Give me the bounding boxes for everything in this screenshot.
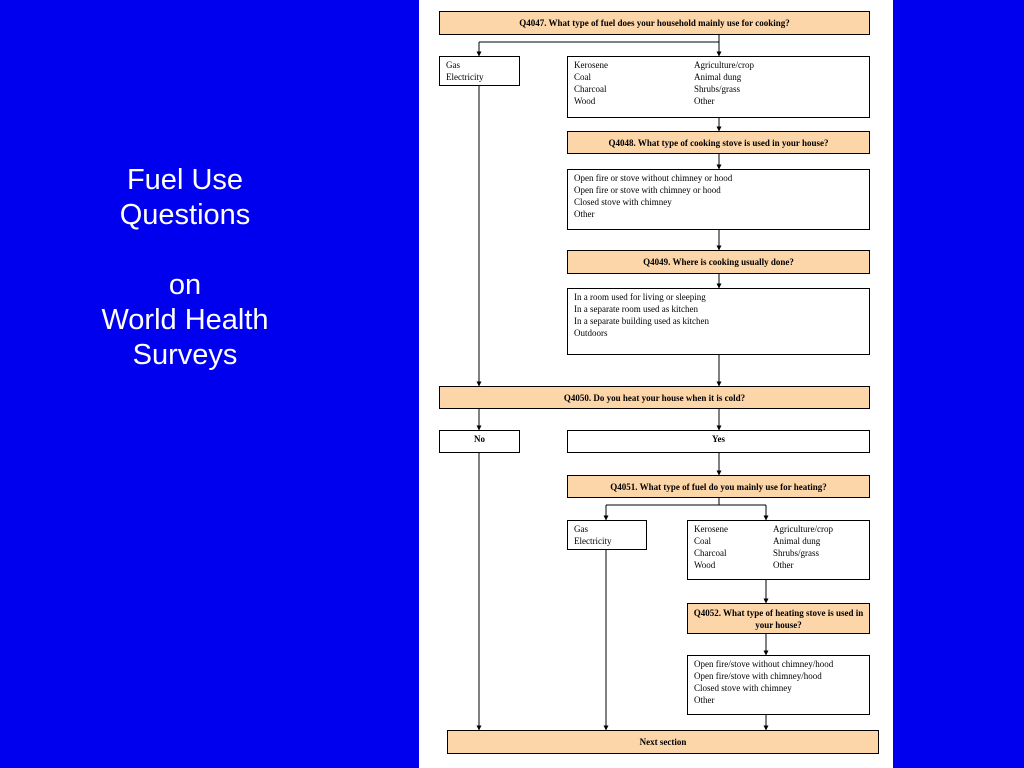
title-line-1: Fuel Use	[126, 164, 244, 196]
q4048-text: Q4048. What type of cooking stove is use…	[608, 137, 829, 148]
title-line-4: World Health	[101, 304, 269, 336]
q4047-text: Q4047. What type of fuel does your house…	[519, 18, 790, 28]
stove-option: Other	[574, 209, 595, 219]
yes-label: Yes	[712, 434, 725, 444]
heat-clean-box: Gas Electricity	[567, 520, 647, 550]
stove-option: Open fire or stove without chimney or ho…	[574, 173, 733, 183]
next-section-text: Next section	[639, 737, 687, 747]
heat-clean-gas: Gas	[574, 524, 588, 534]
q4050-box: Q4050. Do you heat your house when it is…	[439, 386, 870, 409]
slide-title: Fuel Use Questions on World Health Surve…	[60, 163, 310, 373]
title-line-3: on	[168, 269, 202, 301]
flowchart-panel: Q4047. What type of fuel does your house…	[419, 0, 893, 768]
cook-solid-item: Other	[694, 96, 715, 106]
cook-clean-box: Gas Electricity	[439, 56, 520, 86]
cook-solid-box: Kerosene Coal Charcoal Wood Agriculture/…	[567, 56, 870, 118]
cook-solid-item: Coal	[574, 72, 591, 82]
q4052-box: Q4052. What type of heating stove is use…	[687, 603, 870, 634]
q4051-text: Q4051. What type of fuel do you mainly u…	[610, 481, 827, 492]
heat-solid-item: Animal dung	[773, 536, 821, 546]
no-label: No	[474, 434, 485, 444]
yes-box: Yes	[567, 430, 870, 453]
stove-option: Closed stove with chimney	[574, 197, 672, 207]
cook-clean-electricity: Electricity	[446, 72, 484, 82]
next-section-box: Next section	[447, 730, 879, 754]
title-line-5: Surveys	[132, 339, 238, 371]
q4051-box: Q4051. What type of fuel do you mainly u…	[567, 475, 870, 498]
location-options-box: In a room used for living or sleeping In…	[567, 288, 870, 355]
heat-solid-item: Kerosene	[694, 524, 728, 534]
q4049-box: Q4049. Where is cooking usually done?	[567, 250, 870, 274]
stove-option: Open fire or stove with chimney or hood	[574, 185, 721, 195]
no-box: No	[439, 430, 520, 453]
cook-solid-item: Agriculture/crop	[694, 60, 754, 70]
q4052-text: Q4052. What type of heating stove is use…	[693, 607, 864, 630]
cook-solid-item: Kerosene	[574, 60, 608, 70]
cook-solid-item: Shrubs/grass	[694, 84, 741, 94]
cook-clean-gas: Gas	[446, 60, 460, 70]
flowchart-connectors	[476, 35, 769, 731]
heat-solid-box: Kerosene Coal Charcoal Wood Agriculture/…	[687, 520, 870, 580]
heat-stove-options-box: Open fire/stove without chimney/hood Ope…	[687, 655, 870, 715]
stove-options-box: Open fire or stove without chimney or ho…	[567, 169, 870, 230]
heat-stove-option: Open fire/stove with chimney/hood	[694, 671, 822, 681]
cook-solid-item: Animal dung	[694, 72, 742, 82]
q4048-box: Q4048. What type of cooking stove is use…	[567, 131, 870, 154]
q4047-box: Q4047. What type of fuel does your house…	[439, 11, 870, 35]
location-option: In a separate room used as kitchen	[574, 304, 698, 314]
heat-solid-item: Agriculture/crop	[773, 524, 833, 534]
location-option: Outdoors	[574, 328, 608, 338]
heat-stove-option: Open fire/stove without chimney/hood	[694, 659, 834, 669]
q4050-text: Q4050. Do you heat your house when it is…	[563, 392, 746, 403]
cook-solid-item: Charcoal	[574, 84, 607, 94]
heat-solid-item: Shrubs/grass	[773, 548, 820, 558]
heat-solid-item: Wood	[694, 560, 716, 570]
cook-solid-item: Wood	[574, 96, 596, 106]
q4049-text: Q4049. Where is cooking usually done?	[643, 257, 794, 267]
heat-stove-option: Other	[694, 695, 715, 705]
heat-clean-electricity: Electricity	[574, 536, 612, 546]
location-option: In a room used for living or sleeping	[574, 292, 706, 302]
heat-solid-item: Other	[773, 560, 794, 570]
heat-solid-item: Coal	[694, 536, 711, 546]
heat-solid-item: Charcoal	[694, 548, 727, 558]
title-line-2: Questions	[119, 199, 251, 231]
heat-stove-option: Closed stove with chimney	[694, 683, 792, 693]
location-option: In a separate building used as kitchen	[574, 316, 709, 326]
